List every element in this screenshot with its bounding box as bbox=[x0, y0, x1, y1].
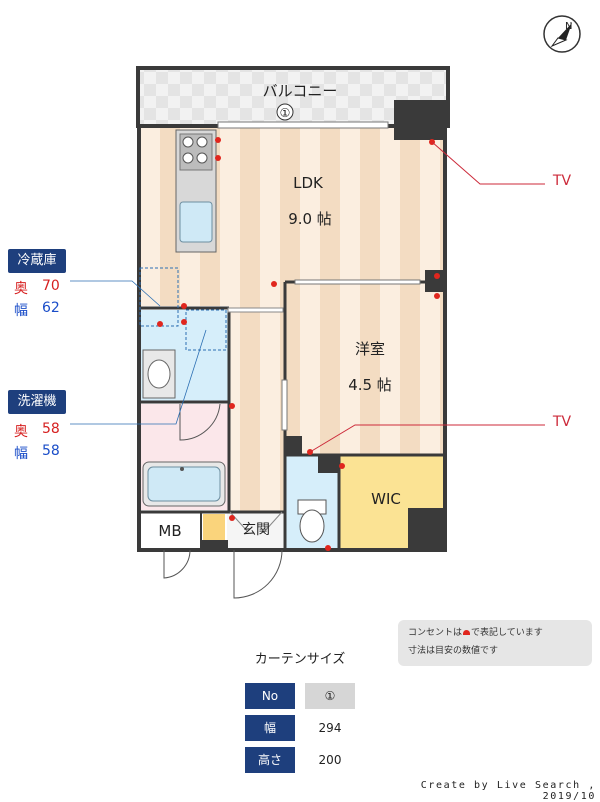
note-line1-a: コンセントは bbox=[408, 628, 463, 638]
curtain-head: 幅 bbox=[245, 715, 295, 741]
entrance-label: 玄関 bbox=[242, 521, 270, 538]
tv-label-ldk: TV bbox=[552, 173, 572, 189]
curtain-row: No ① bbox=[245, 683, 355, 709]
fridge-depth-value: 70 bbox=[42, 278, 60, 294]
tv-leader-line bbox=[431, 141, 545, 185]
pillar bbox=[202, 540, 228, 550]
curtain-value: ① bbox=[305, 683, 355, 709]
note-line1-b: で表記しています bbox=[471, 628, 543, 638]
washroom-door-frame bbox=[227, 307, 284, 313]
entrance-door-swing bbox=[233, 549, 283, 599]
outlet-icon bbox=[157, 137, 440, 551]
bathroom-door-swing bbox=[179, 403, 221, 441]
washer-width-value: 58 bbox=[42, 443, 60, 459]
mb-label: MB bbox=[158, 522, 181, 540]
mb-box bbox=[138, 511, 202, 551]
pillar bbox=[408, 508, 445, 550]
curtain-title: カーテンサイズ bbox=[254, 652, 346, 667]
bathtub bbox=[142, 461, 226, 507]
washer-depth-label: 奥 bbox=[14, 424, 28, 440]
curtain-value: 294 bbox=[318, 721, 342, 735]
svg-text:N: N bbox=[565, 21, 572, 32]
curtain-value: 200 bbox=[318, 753, 342, 767]
pillar bbox=[318, 455, 340, 473]
fridge-width-value: 62 bbox=[42, 300, 60, 316]
western-room-floor bbox=[285, 284, 443, 454]
mb-door-swing bbox=[163, 549, 191, 579]
western-room-size: 4.5 帖 bbox=[348, 376, 392, 394]
outlet-icon bbox=[463, 630, 471, 635]
balcony-number: ① bbox=[280, 106, 291, 120]
corridor-floor bbox=[229, 306, 285, 512]
curtain-head: No bbox=[245, 683, 295, 709]
balcony-label: バルコニー bbox=[263, 82, 338, 100]
tv-leader-line bbox=[309, 424, 545, 453]
fridge-title: 冷蔵庫 bbox=[8, 249, 66, 273]
outlet-note: コンセントはで表記しています 寸法は目安の数値です bbox=[398, 620, 592, 666]
washer-title: 洗濯機 bbox=[8, 390, 66, 414]
washer-depth-value: 58 bbox=[42, 421, 60, 437]
corridor-sliding-door bbox=[281, 379, 288, 431]
washer-leader-line bbox=[70, 329, 207, 425]
western-room-sliding-door bbox=[294, 279, 421, 285]
fridge-leader-line bbox=[70, 280, 161, 307]
fridge-width-label: 幅 bbox=[14, 303, 28, 319]
wash-basin bbox=[142, 349, 176, 399]
balcony-window bbox=[217, 121, 389, 129]
tv-label-western: TV bbox=[552, 414, 572, 430]
curtain-row: 高さ 200 bbox=[245, 747, 355, 773]
balcony-number-circle bbox=[276, 103, 294, 121]
pillar bbox=[425, 270, 445, 292]
curtain-row: 幅 294 bbox=[245, 715, 355, 741]
shoe-cabinet bbox=[203, 514, 225, 544]
washer-width-label: 幅 bbox=[14, 446, 28, 462]
ldk-size: 9.0 帖 bbox=[288, 210, 332, 228]
wic-label: WIC bbox=[371, 490, 401, 508]
pillar bbox=[284, 436, 302, 456]
pillar bbox=[394, 100, 446, 140]
kitchen-counter bbox=[175, 129, 217, 253]
compass-icon: N bbox=[543, 15, 581, 53]
western-room-label: 洋室 bbox=[355, 340, 385, 358]
ldk-label: LDK bbox=[293, 174, 324, 192]
credit-line: Create by Live Search , 2019/10 bbox=[420, 780, 596, 802]
washer-space bbox=[185, 309, 227, 351]
toilet bbox=[297, 499, 327, 543]
note-line2: 寸法は目安の数値です bbox=[408, 646, 499, 656]
curtain-head: 高さ bbox=[245, 747, 295, 773]
fridge-depth-label: 奥 bbox=[14, 281, 28, 297]
